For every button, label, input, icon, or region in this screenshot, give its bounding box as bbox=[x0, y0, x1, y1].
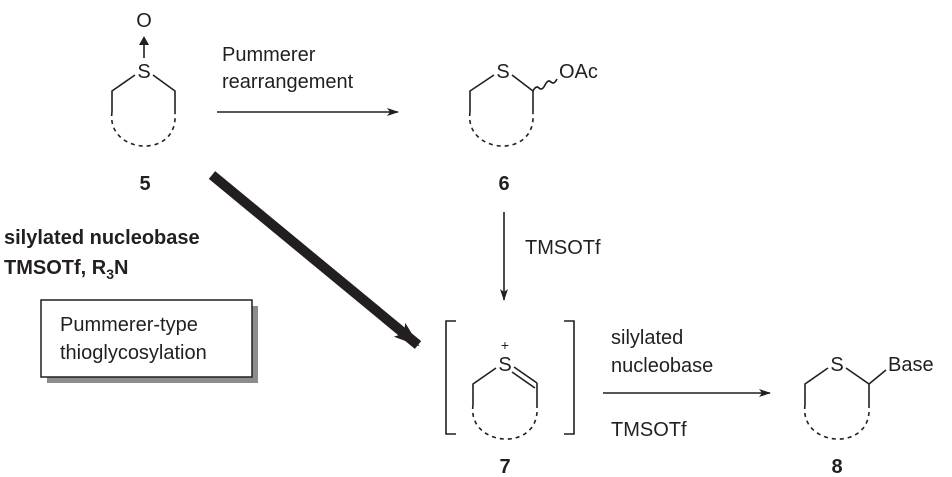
ring-bond-left bbox=[469, 74, 495, 112]
direct-route-arrow bbox=[208, 171, 422, 349]
direct-route-conditions: silylated nucleobase TMSOTf, R3N bbox=[4, 227, 200, 282]
box-frame bbox=[40, 299, 253, 378]
ring-bond-left bbox=[111, 74, 136, 112]
thick-arrow-5-to-7 bbox=[208, 171, 422, 349]
compound-7: + S 7 bbox=[445, 320, 575, 477]
sulfur-atom: S bbox=[498, 354, 511, 376]
tmsotf-label: TMSOTf bbox=[525, 237, 601, 259]
ring-dashed-arc bbox=[804, 404, 870, 440]
ring-dashed-arc bbox=[469, 111, 534, 147]
compound-label-6: 6 bbox=[498, 173, 509, 195]
n-text: N bbox=[114, 257, 128, 279]
sulfur-atom: S bbox=[496, 61, 509, 83]
wavy-bond bbox=[532, 78, 558, 92]
compound-label-8: 8 bbox=[831, 456, 842, 477]
ring-bond-left bbox=[804, 367, 829, 405]
final-arrow: silylated nucleobase TMSOTf bbox=[603, 327, 771, 441]
pummerer-label-line1: Pummerer bbox=[222, 44, 316, 66]
right-bracket bbox=[564, 320, 575, 435]
left-bracket bbox=[445, 320, 456, 435]
tmsotf-r-text: TMSOTf, R bbox=[4, 257, 107, 279]
pummerer-label-line2: rearrangement bbox=[222, 71, 354, 93]
base-group: Base bbox=[888, 354, 934, 376]
tmsotf-arrow: TMSOTf bbox=[500, 212, 601, 301]
final-label-line1: silylated bbox=[611, 327, 683, 349]
compound-label-5: 5 bbox=[139, 173, 150, 195]
ring-bond-left bbox=[472, 367, 497, 405]
ring-double-bond-1 bbox=[513, 366, 538, 384]
box-line1: Pummerer-type bbox=[60, 314, 198, 336]
ring-dashed-arc bbox=[472, 404, 538, 440]
pummerer-arrow: Pummerer rearrangement bbox=[217, 44, 399, 116]
oac-group: OAc bbox=[559, 61, 598, 83]
final-label-below: TMSOTf bbox=[611, 419, 687, 441]
sulfur-atom: S bbox=[830, 354, 843, 376]
dative-arrowhead bbox=[139, 36, 149, 45]
silylated-nucleobase-label: silylated nucleobase bbox=[4, 227, 200, 249]
compound-5: O S 5 bbox=[111, 10, 176, 195]
compound-label-7: 7 bbox=[499, 456, 510, 477]
ring-bond-right bbox=[845, 367, 870, 407]
sulfur-atom: S bbox=[137, 61, 150, 83]
box-line2: thioglycosylation bbox=[60, 342, 207, 364]
subscript-3: 3 bbox=[106, 266, 114, 282]
base-bond bbox=[868, 369, 887, 385]
charge-plus: + bbox=[501, 337, 509, 353]
ring-bond-right bbox=[152, 74, 176, 114]
ring-bond-right bbox=[511, 74, 534, 114]
pummerer-type-box: Pummerer-type thioglycosylation bbox=[40, 299, 258, 383]
compound-6: S OAc 6 bbox=[469, 61, 598, 195]
tmsotf-r3n-label: TMSOTf, R3N bbox=[4, 257, 128, 282]
final-label-line2: nucleobase bbox=[611, 355, 713, 377]
ring-dashed-arc bbox=[111, 111, 176, 147]
compound-8: S Base 8 bbox=[804, 354, 934, 477]
ring-double-bond-2 bbox=[511, 371, 536, 389]
oxygen-atom: O bbox=[136, 10, 152, 32]
